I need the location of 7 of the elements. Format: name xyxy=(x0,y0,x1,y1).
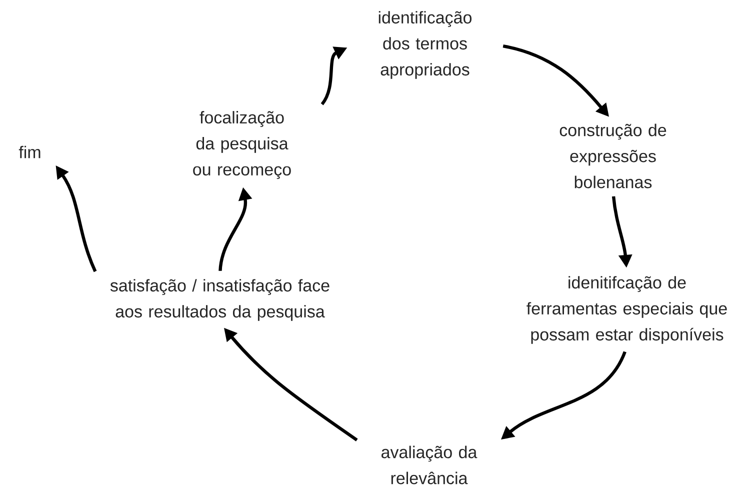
step-label: idenitifcação de ferramentas especiais que possam estar disponíveis xyxy=(526,276,727,344)
step-label: identificação dos termos apropriados xyxy=(378,11,472,79)
step-label: fim xyxy=(18,146,40,158)
step-label: avaliação da relevância xyxy=(382,446,478,484)
step-label: focalização da pesquisa ou recomeço xyxy=(193,111,291,179)
step-label: construção de expressões bolenanas xyxy=(560,124,666,188)
step-label: satisfação / insatisfação face aos resultados da pesquisa xyxy=(110,279,330,321)
